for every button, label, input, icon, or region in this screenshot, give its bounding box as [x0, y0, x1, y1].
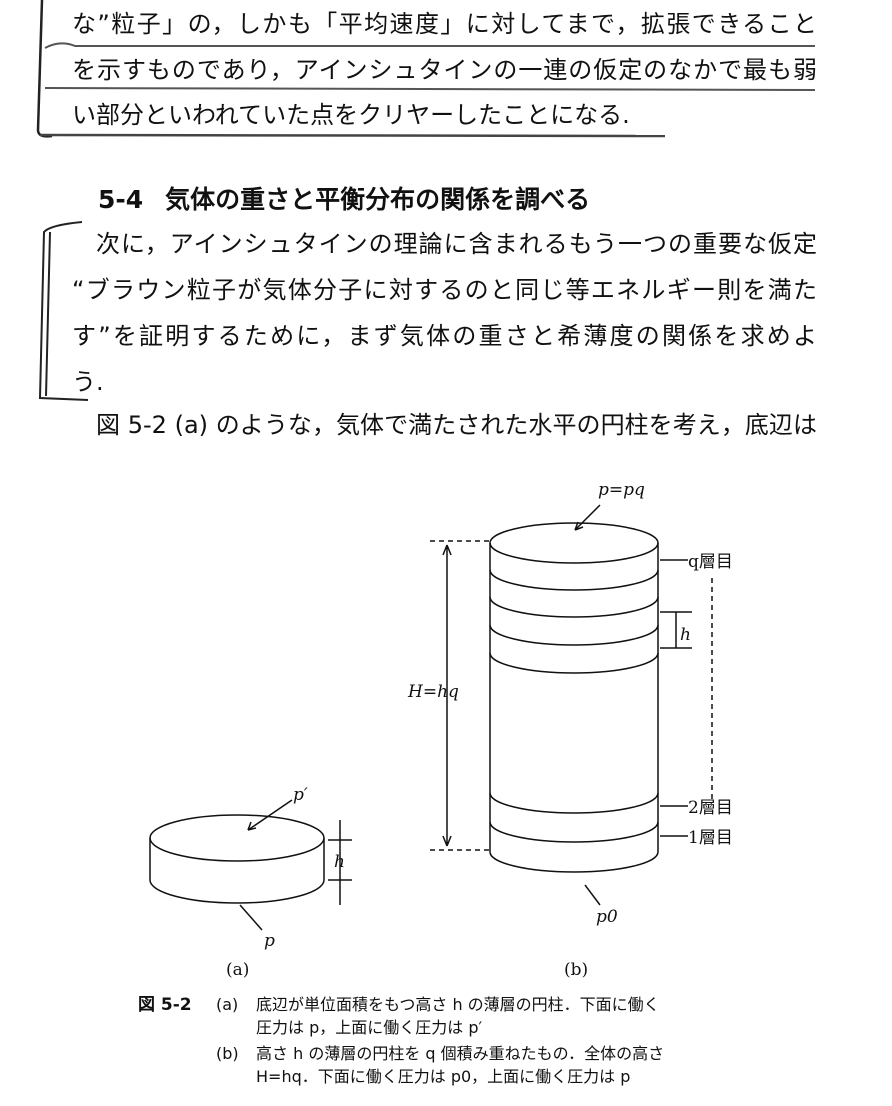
caption-tag-a: (a) [216, 995, 239, 1014]
caption-b-line2: H=hq．下面に働く圧力は p0，上面に働く圧力は p [256, 1067, 631, 1086]
text-line: う. [72, 368, 104, 396]
text-line: す”を証明するために，まず気体の重さと希薄度の関係を求めよ [72, 322, 817, 350]
figure-5-2: p′ h p (a) p=pq H=hq q層目 h 2層目 1層目 p0 (b… [149, 480, 733, 980]
label-H-hq: H=hq [407, 682, 459, 702]
label-h-b: h [680, 625, 691, 645]
text-line: な”粒子」の，しかも「平均速度」に対してまで，拡張できること [72, 10, 817, 38]
text-line: 次に，アインシュタインの理論に含まれるもう一つの重要な仮定 [96, 230, 817, 258]
underline-2 [44, 87, 816, 91]
text-line: 図 5-2 (a) のような，気体で満たされた水平の円柱を考え，底辺は [96, 411, 817, 439]
label-h-a: h [334, 852, 345, 872]
section-title: 気体の重さと平衡分布の関係を調べる [165, 185, 591, 214]
section-number: 5-4 [98, 185, 144, 214]
label-p-pq: p=pq [598, 480, 645, 500]
text-line: い部分といわれていた点をクリヤーしたことになる. [72, 101, 630, 129]
caption-a-line1: 底辺が単位面積をもつ高さ h の薄層の円柱．下面に働く [256, 995, 660, 1014]
text-line: “ブラウン粒子が気体分子に対するのと同じ等エネルギー則を満た [72, 276, 817, 304]
label-p0: p0 [596, 907, 618, 927]
label-layer-q: q層目 [688, 552, 733, 572]
label-layer-2: 2層目 [688, 798, 733, 818]
caption-figure-number: 図 5-2 [138, 995, 192, 1015]
sub-label-b: (b) [564, 960, 588, 980]
caption-a-line2: 圧力は p，上面に働く圧力は p′ [256, 1018, 483, 1037]
handwritten-brackets [36, 0, 816, 401]
underline-1 [44, 42, 815, 49]
bracket-left-1 [36, 0, 53, 138]
bracket-left-2 [38, 221, 89, 401]
sub-label-a: (a) [226, 960, 249, 980]
caption-tag-b: (b) [216, 1044, 239, 1063]
text-line: を示すものであり，アインシュタインの一連の仮定のなかで最も弱 [72, 56, 817, 84]
label-p-prime: p′ [293, 785, 308, 805]
disk-a [149, 799, 352, 931]
caption-b-line1: 高さ h の薄層の円柱を q 個積み重ねたもの．全体の高さ [256, 1044, 665, 1063]
label-p-a: p [264, 931, 275, 951]
cylinder-b [430, 504, 713, 906]
label-layer-1: 1層目 [688, 828, 733, 848]
section-heading: 5-4 気体の重さと平衡分布の関係を調べる [98, 180, 590, 216]
underline-3 [39, 133, 666, 138]
